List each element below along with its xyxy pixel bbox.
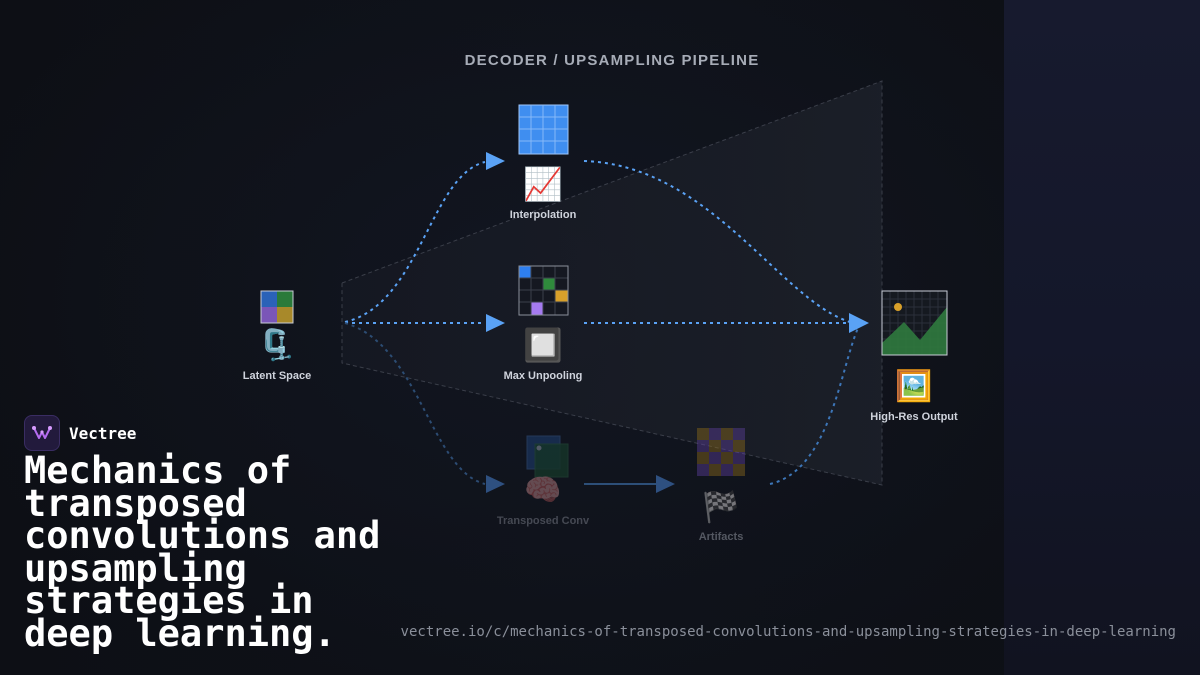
brand: Vectree bbox=[24, 415, 136, 451]
arrow-artifacts bbox=[656, 475, 675, 493]
transposed-label: Transposed Conv bbox=[497, 515, 590, 527]
diagram-title: DECODER / UPSAMPLING PIPELINE bbox=[465, 52, 760, 69]
arrow-heads bbox=[486, 152, 869, 493]
framed-picture-icon: 🖼️ bbox=[895, 368, 932, 404]
interpolation-label: Interpolation bbox=[510, 209, 577, 221]
arrow-transposed bbox=[486, 475, 505, 493]
unpooling-label: Max Unpooling bbox=[504, 370, 583, 382]
arrow-interpolation bbox=[486, 152, 505, 170]
brand-name: Vectree bbox=[69, 423, 137, 443]
arrow-unpooling bbox=[486, 314, 505, 332]
output-label: High-Res Output bbox=[870, 411, 958, 423]
node-high-res-output: 🖼️ High-Res Output bbox=[870, 290, 958, 423]
chart-increasing-icon: 📈 bbox=[523, 165, 563, 203]
latent-label: Latent Space bbox=[243, 370, 311, 382]
page-url: vectree.io/c/mechanics-of-transposed-con… bbox=[400, 624, 1176, 640]
square-button-icon: 🔲 bbox=[523, 326, 563, 364]
checkerboard-icon bbox=[697, 428, 745, 476]
neural-v-icon bbox=[24, 415, 60, 451]
latent-grid-icon bbox=[260, 290, 294, 324]
checkered-flag-icon: 🏁 bbox=[702, 489, 739, 525]
node-transposed-conv: 🧠 Transposed Conv bbox=[497, 435, 590, 527]
overlapping-kernel-icon bbox=[526, 435, 569, 478]
artifacts-label: Artifacts bbox=[699, 531, 744, 543]
edge-latent-transposed bbox=[344, 322, 486, 485]
expansion-cone bbox=[341, 80, 883, 486]
arrow-output bbox=[849, 313, 869, 333]
sparse-grid-icon bbox=[518, 265, 569, 316]
landscape-grid-icon bbox=[881, 290, 948, 356]
node-interpolation: 📈 Interpolation bbox=[510, 104, 577, 221]
connectors bbox=[344, 160, 859, 485]
edge-artifacts-output bbox=[769, 327, 859, 485]
edge-latent-interpolation bbox=[344, 161, 486, 323]
brain-icon: 🧠 bbox=[524, 473, 561, 508]
node-latent-space: 🗜️ Latent Space bbox=[243, 290, 311, 382]
headline: Mechanics of transposed convolutions and… bbox=[24, 449, 381, 655]
dense-grid-icon bbox=[518, 104, 569, 155]
node-max-unpooling: 🔲 Max Unpooling bbox=[504, 265, 583, 382]
node-artifacts: 🏁 Artifacts bbox=[697, 428, 745, 543]
clamp-icon: 🗜️ bbox=[258, 327, 295, 363]
right-gradient-panel bbox=[1004, 0, 1200, 675]
